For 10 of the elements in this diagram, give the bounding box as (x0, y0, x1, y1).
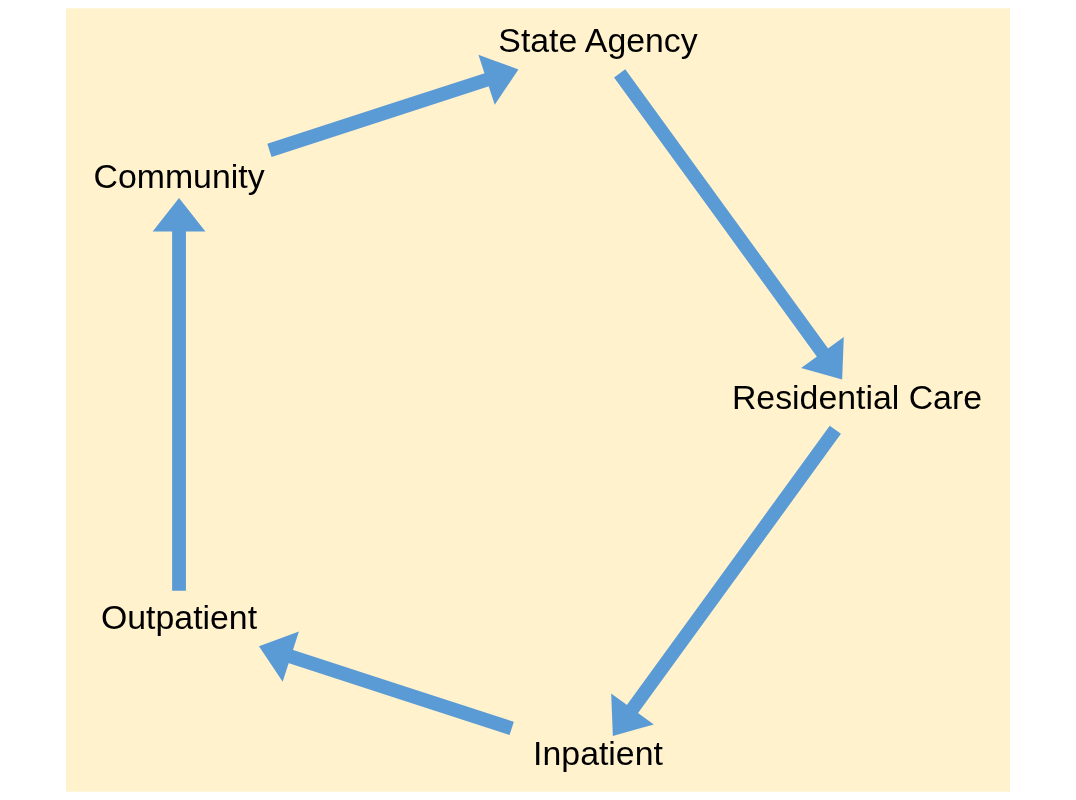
arrow (258, 631, 514, 735)
arrow (611, 425, 841, 736)
node-text: Outpatient (100, 597, 258, 636)
node-text: Residential Care (731, 377, 983, 416)
arrow (152, 198, 206, 591)
node-text: Community (93, 157, 265, 196)
arrow (267, 54, 519, 157)
node-text: State Agency (498, 21, 698, 60)
arrow (614, 69, 844, 380)
node-text: Inpatient (533, 734, 663, 773)
